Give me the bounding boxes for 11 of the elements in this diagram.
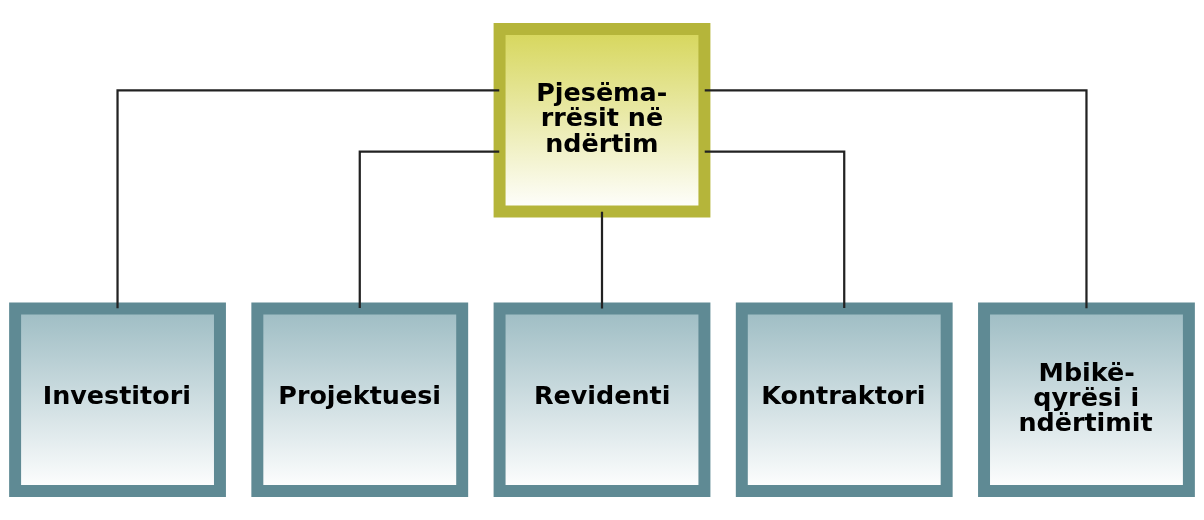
node-box: Pjesëma- rrësit në ndërtim: [493, 23, 711, 218]
connector: [704, 89, 1088, 309]
connector: [358, 150, 500, 309]
node-box: Revidenti: [493, 302, 711, 497]
connector: [704, 150, 846, 309]
connector: [116, 89, 500, 309]
node-box: Mbikë- qyrësi i ndërtimit: [978, 302, 1195, 497]
node-box: Investitori: [9, 302, 226, 497]
node-box: Kontraktori: [735, 302, 953, 497]
connector: [600, 211, 604, 309]
node-box: Projektuesi: [251, 302, 469, 497]
